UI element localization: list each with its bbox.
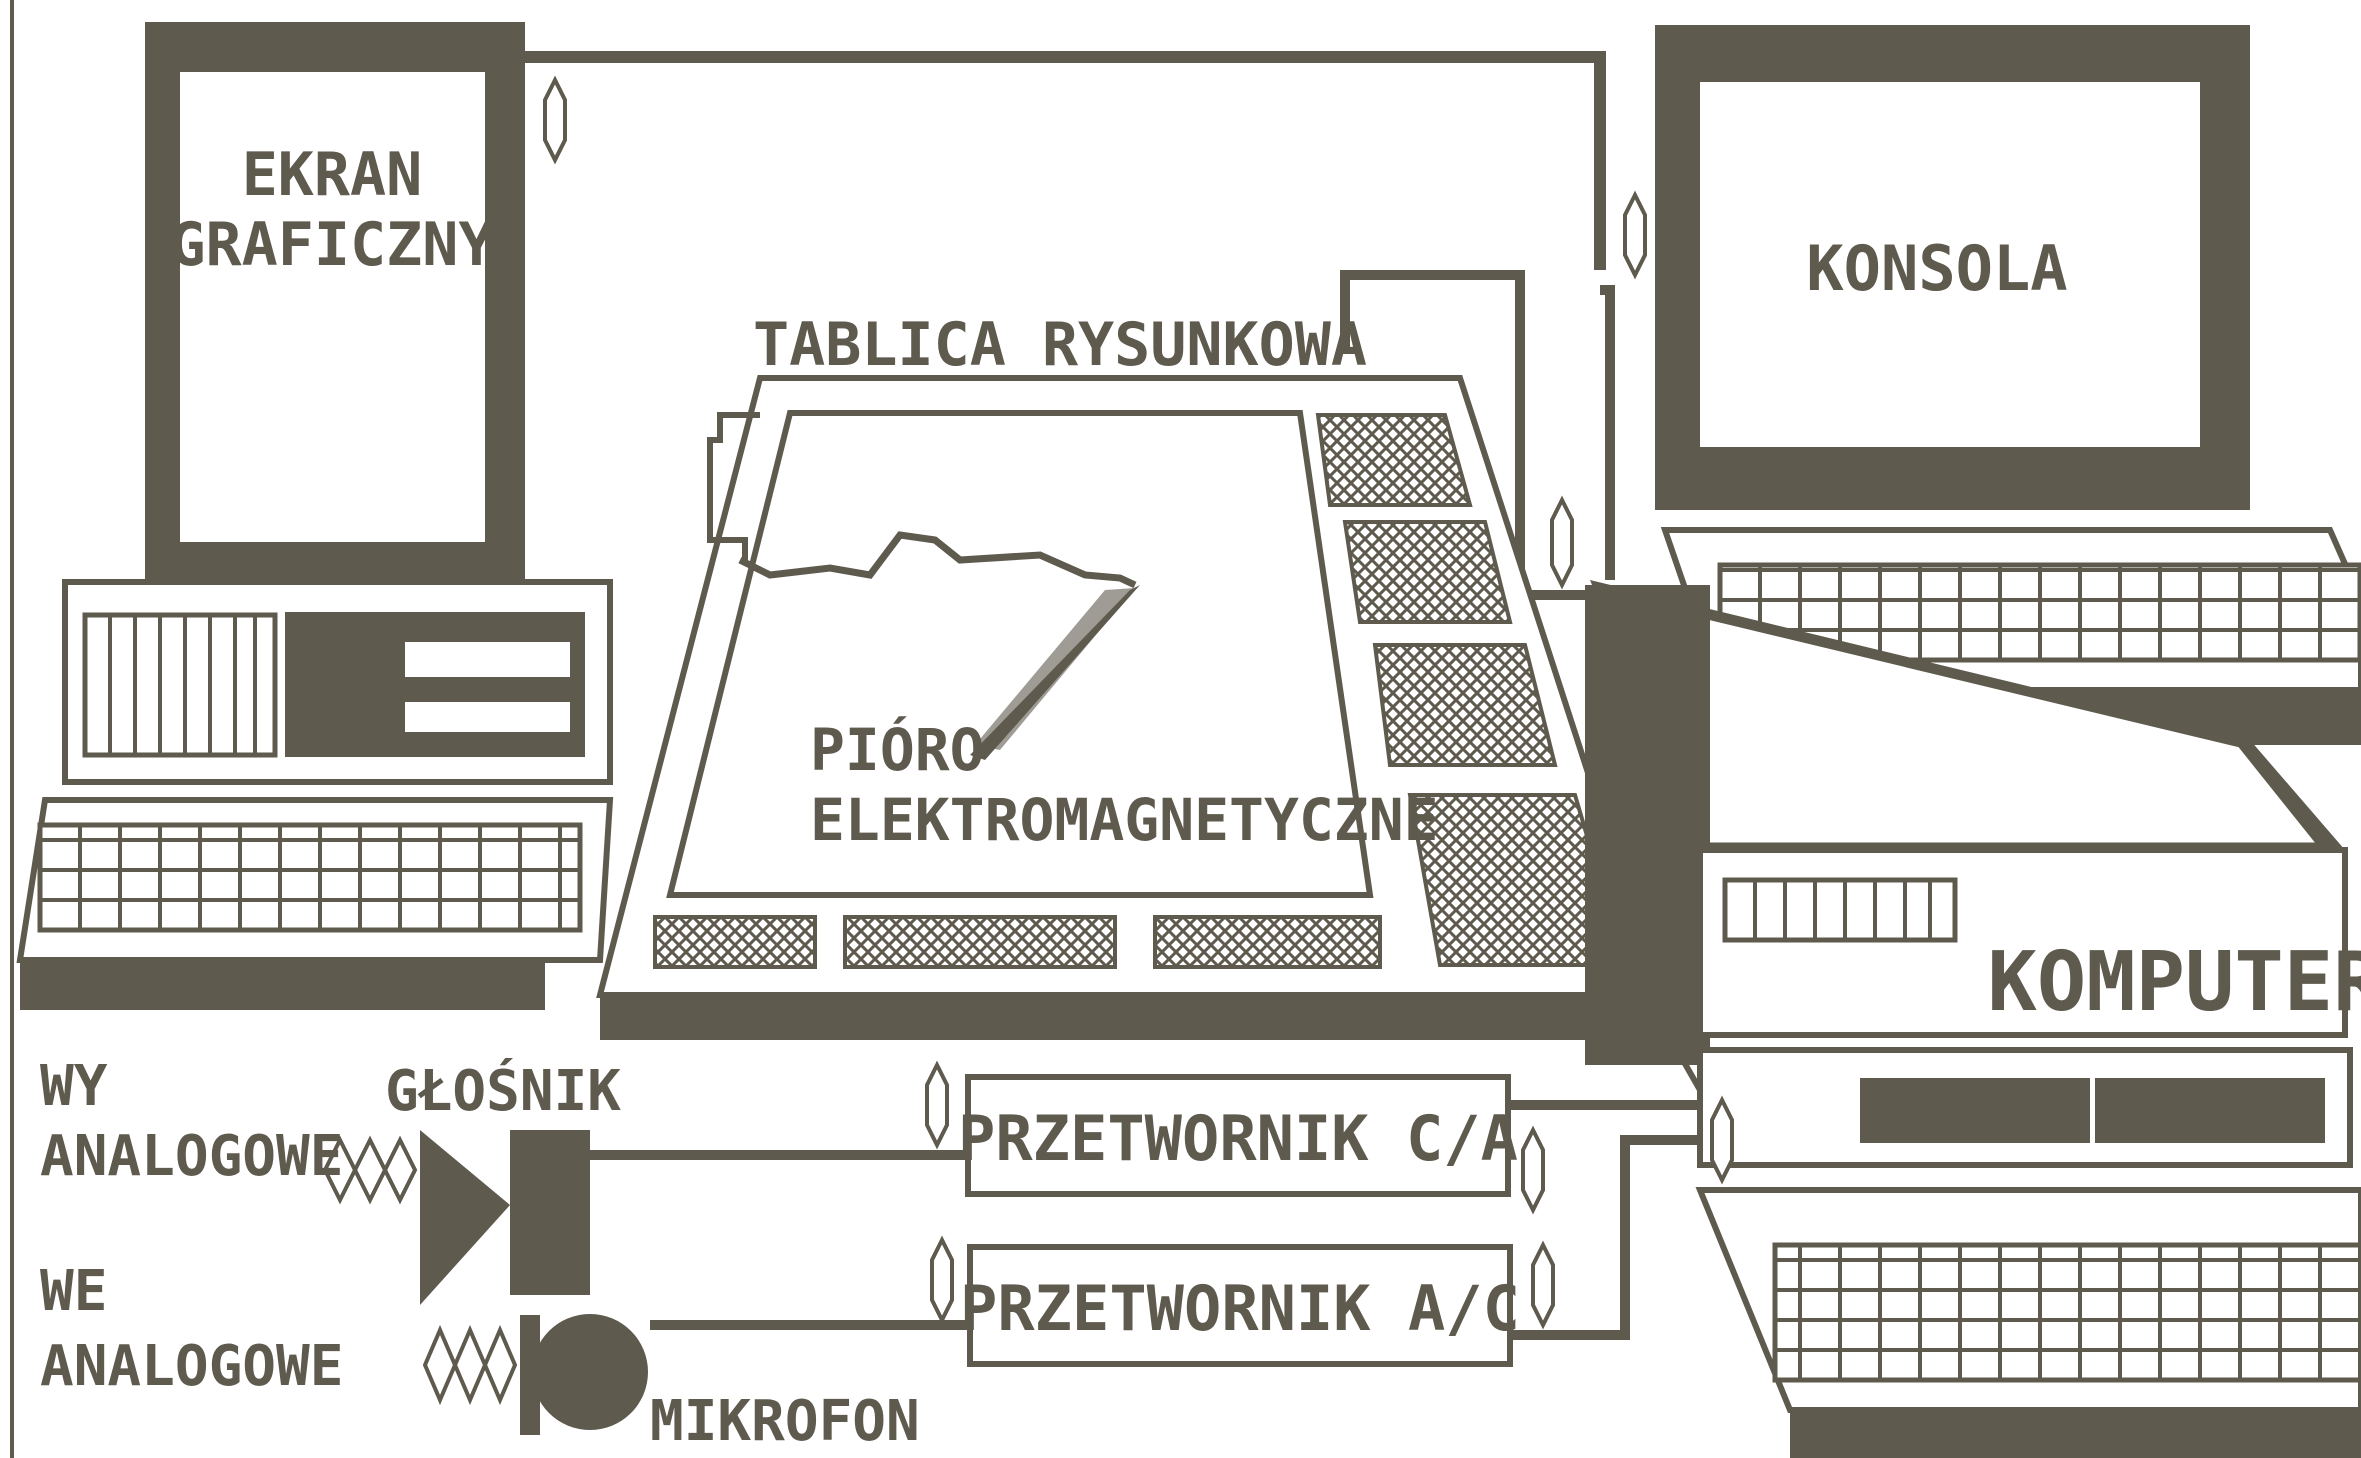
microphone-label: MIKROFON: [650, 1389, 920, 1454]
arrow-adc-out-icon: [1533, 1245, 1553, 1325]
adc-label: PRZETWORNIK A/C: [960, 1272, 1520, 1345]
console-monitor: KONSOLA: [1655, 25, 2250, 510]
analog-in-label-line1: WE: [40, 1259, 107, 1324]
pen-label-line1: PIÓRO: [810, 715, 985, 784]
pen-label-line2: ELEKTROMAGNETYCZNE: [810, 786, 1439, 854]
graphic-screen-label-line1: EKRAN: [242, 140, 423, 210]
arrow-console-link-icon: [1625, 195, 1645, 275]
dac-label: PRZETWORNIK C/A: [958, 1102, 1518, 1175]
speaker-icon: [420, 1130, 590, 1305]
drawing-tablet: TABLICA RYSUNKOWA: [600, 310, 1660, 1040]
dac-converter: PRZETWORNIK C/A: [958, 1077, 1518, 1194]
analog-out-label-line2: ANALOGOWE: [40, 1124, 343, 1189]
arrow-dac-in-icon: [927, 1065, 947, 1145]
computer-label: KOMPUTER: [1988, 935, 2361, 1030]
arrow-adc-in-icon: [932, 1240, 952, 1320]
arrow-tablet-link-icon: [1552, 500, 1572, 585]
arrow-dac-out-icon: [1523, 1130, 1543, 1210]
graphic-screen-label-line2: GRAFICZNY: [169, 210, 494, 280]
console-label: KONSOLA: [1806, 232, 2067, 305]
adc-converter: PRZETWORNIK A/C: [960, 1247, 1520, 1364]
microphone-icon: [520, 1314, 648, 1435]
analog-out-label-line1: WY: [40, 1054, 108, 1119]
sound-wave-in-icon: [425, 1330, 515, 1400]
arrow-computer-link-icon: [1712, 1100, 1732, 1180]
left-computer-unit: [20, 582, 610, 1010]
drawing-tablet-label: TABLICA RYSUNKOWA: [753, 310, 1367, 380]
speaker-label: GŁOŚNIK: [385, 1059, 621, 1124]
graphic-screen: EKRAN GRAFICZNY: [145, 22, 525, 582]
arrow-screen-link-icon: [545, 80, 565, 160]
analog-in-label-line2: ANALOGOWE: [40, 1334, 343, 1399]
